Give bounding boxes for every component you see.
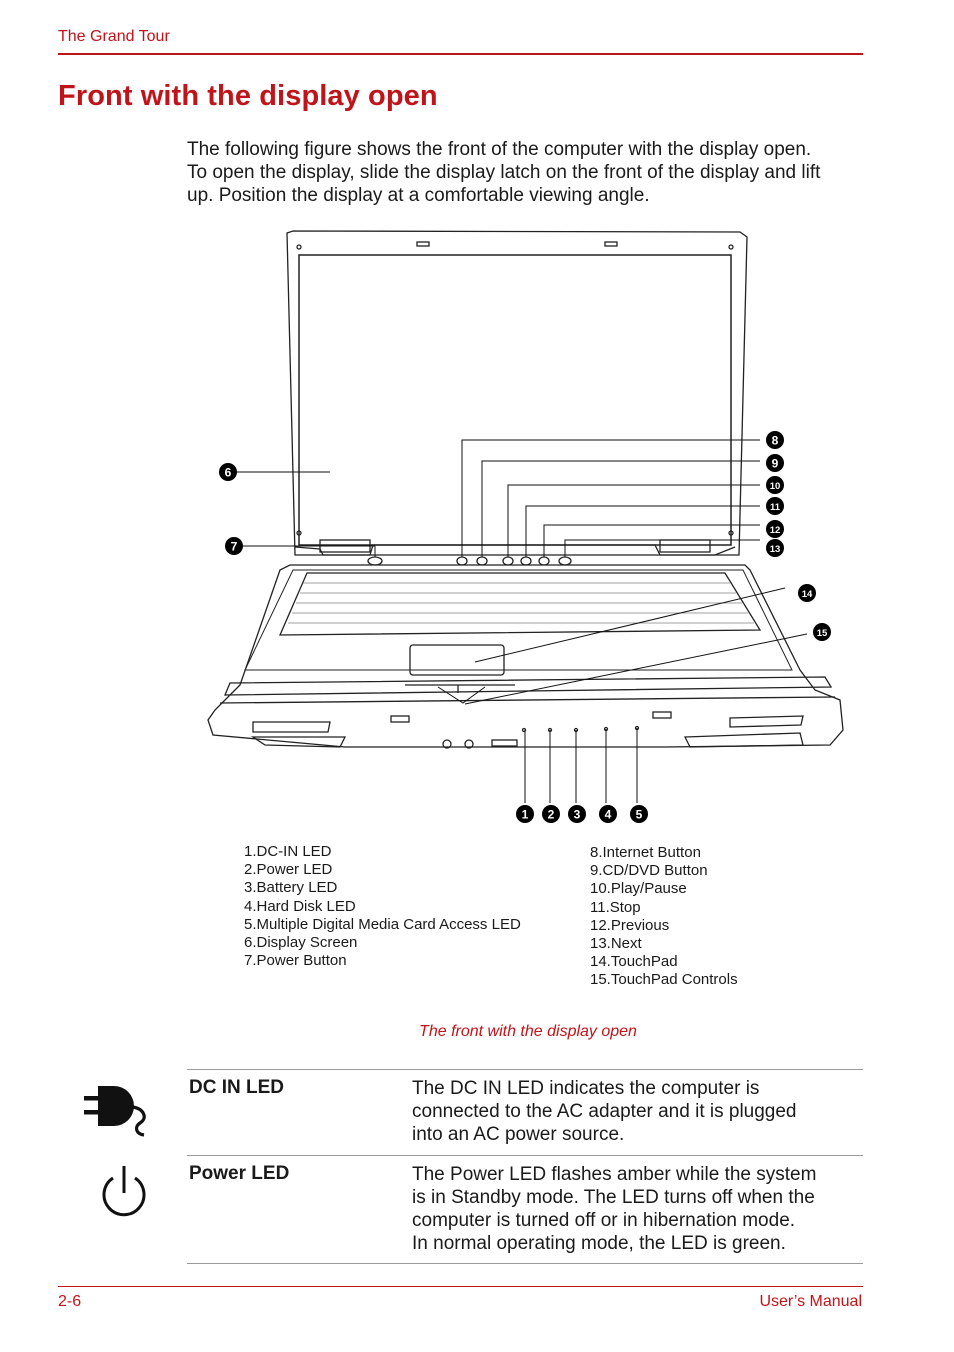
- svg-text:9: 9: [772, 457, 779, 471]
- running-header: The Grand Tour: [58, 28, 170, 45]
- desc-line: The Power LED flashes amber while the sy…: [412, 1164, 817, 1185]
- touchpad: [409, 644, 505, 676]
- svg-text:8: 8: [772, 434, 779, 448]
- legend-item: 6.Display Screen: [244, 934, 358, 952]
- legend-item: 5.Multiple Digital Media Card Access LED: [244, 915, 521, 933]
- svg-text:5: 5: [636, 808, 643, 822]
- svg-text:11: 11: [770, 502, 781, 513]
- desc-line: connected to the AC adapter and it is pl…: [412, 1101, 797, 1122]
- svg-text:7: 7: [231, 540, 238, 554]
- term-dc-in-led: DC IN LED: [189, 1077, 284, 1098]
- callout-6: 6: [219, 463, 237, 481]
- legend-item: 14.TouchPad: [590, 953, 678, 971]
- svg-text:14: 14: [802, 589, 813, 600]
- legend-item: 15.TouchPad Controls: [590, 971, 738, 989]
- callout-9: 9: [766, 454, 784, 472]
- callout-11: 11: [766, 497, 784, 515]
- callout-4: 4: [599, 805, 617, 823]
- intro-line: The following figure shows the front of …: [187, 139, 812, 160]
- legend-item: 13.Next: [590, 935, 642, 953]
- manual-name: User’s Manual: [759, 1293, 862, 1310]
- svg-text:15: 15: [817, 628, 828, 639]
- desc-line: In normal operating mode, the LED is gre…: [412, 1233, 786, 1254]
- intro-line: To open the display, slide the display l…: [187, 162, 821, 183]
- svg-text:6: 6: [225, 466, 232, 480]
- term-power-led: Power LED: [189, 1163, 290, 1184]
- legend-item: 2.Power LED: [244, 861, 333, 879]
- legend-item: 11.Stop: [590, 898, 641, 916]
- desc-power-led: The Power LED flashes amber while the sy…: [412, 1163, 862, 1255]
- callout-1: 1: [516, 805, 534, 823]
- legend-item: 1.DC-IN LED: [244, 843, 332, 860]
- table-rule: [187, 1069, 863, 1070]
- svg-text:3: 3: [574, 808, 581, 822]
- callout-15: 15: [813, 623, 831, 641]
- svg-text:13: 13: [770, 544, 781, 555]
- display-screen: [298, 254, 732, 546]
- desc-line: into an AC power source.: [412, 1124, 625, 1145]
- dc-in-plug-icon: [84, 1086, 146, 1137]
- svg-text:1: 1: [522, 808, 529, 822]
- footer-rule: [58, 1286, 863, 1287]
- callout-12: 12: [766, 520, 784, 538]
- intro-line: up. Position the display at a comfortabl…: [187, 185, 650, 206]
- callout-2: 2: [542, 805, 560, 823]
- legend-item: 7.Power Button: [244, 952, 347, 970]
- display-lid: [286, 230, 748, 556]
- legend-right: 8.Internet Button 9.CD/DVD Button 10.Pla…: [590, 844, 738, 990]
- desc-line: is in Standby mode. The LED turns off wh…: [412, 1187, 815, 1208]
- power-icon: [102, 1166, 146, 1217]
- callout-5: 5: [630, 805, 648, 823]
- callout-14: 14: [798, 584, 816, 602]
- callout-7: 7: [225, 537, 243, 555]
- callout-10: 10: [766, 476, 784, 494]
- power-button: [367, 556, 383, 566]
- legend-item: 4.Hard Disk LED: [244, 897, 356, 915]
- legend-item: 3.Battery LED: [244, 879, 338, 897]
- desc-line: computer is turned off or in hibernation…: [412, 1210, 796, 1231]
- callout-3: 3: [568, 805, 586, 823]
- svg-text:4: 4: [605, 808, 612, 822]
- legend-item: 10.Play/Pause: [590, 880, 687, 898]
- figure-caption: The front with the display open: [419, 1023, 637, 1040]
- header-rule: [58, 53, 863, 55]
- callout-8: 8: [766, 431, 784, 449]
- laptop-figure: 1 2 3 4 5 6 7 8 9 10 11 12 13 14 15: [207, 230, 844, 823]
- intro-paragraph: The following figure shows the front of …: [187, 138, 877, 207]
- table-rule: [187, 1155, 863, 1156]
- svg-text:2: 2: [548, 808, 555, 822]
- legend-item: 12.Previous: [590, 916, 670, 934]
- legend-item: 8.Internet Button: [590, 844, 701, 861]
- callout-13: 13: [766, 539, 784, 557]
- keyboard: [279, 572, 762, 636]
- legend-left: 1.DC-IN LED 2.Power LED 3.Battery LED 4.…: [244, 843, 521, 970]
- svg-text:10: 10: [770, 481, 781, 492]
- page-title: Front with the display open: [58, 80, 438, 112]
- page-number: 2-6: [58, 1293, 82, 1310]
- svg-text:12: 12: [770, 525, 781, 536]
- desc-line: The DC IN LED indicates the computer is: [412, 1078, 760, 1099]
- desc-dc-in-led: The DC IN LED indicates the computer is …: [412, 1077, 862, 1146]
- legend-item: 9.CD/DVD Button: [590, 862, 708, 880]
- table-rule: [187, 1263, 863, 1264]
